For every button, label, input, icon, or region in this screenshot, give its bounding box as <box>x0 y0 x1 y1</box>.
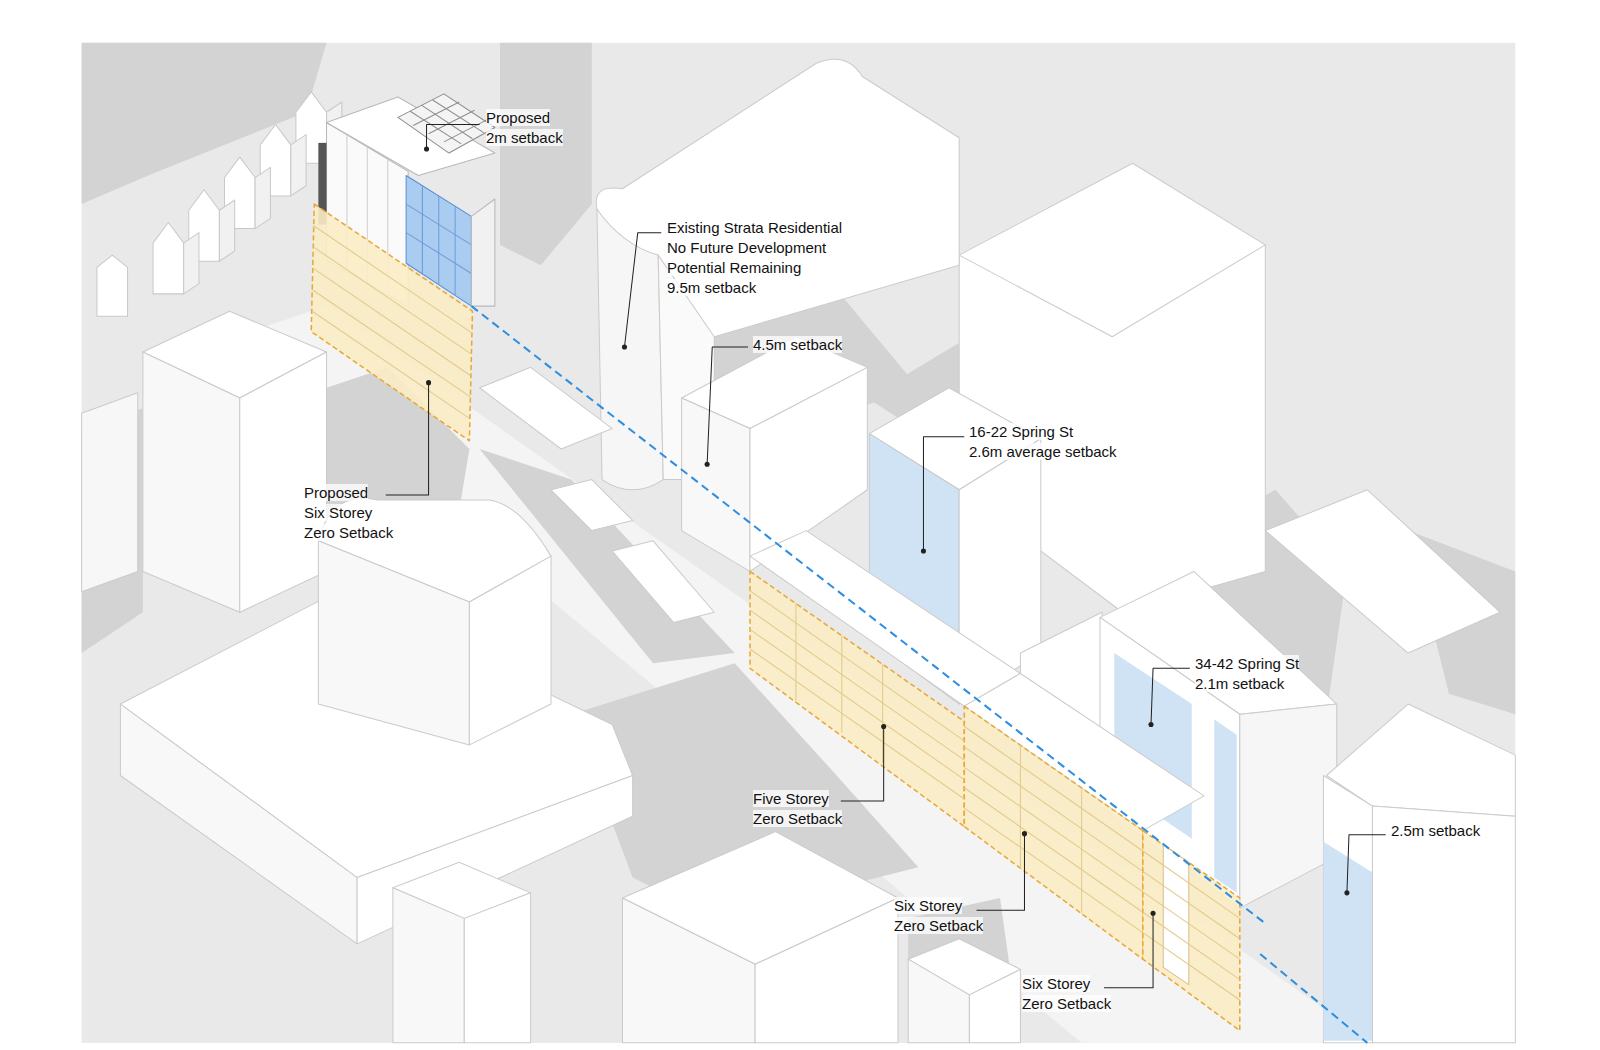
callout-label: Six Storey Zero Setback <box>1022 974 1117 1014</box>
callout-text: Proposed 2m setback <box>486 109 563 146</box>
callout-text: Five Storey Zero Setback <box>753 790 842 827</box>
callout-label: Five Storey Zero Setback <box>753 789 848 829</box>
callout-label: 16-22 Spring St 2.6m average setback <box>969 422 1119 462</box>
callout-text: Proposed Six Storey Zero Setback <box>304 484 393 541</box>
callout-text: 4.5m setback <box>753 336 842 353</box>
callout-text: Existing Strata Residential No Future De… <box>667 219 842 296</box>
wrap-spacer <box>1105 422 1119 442</box>
callout-text: 16-22 Spring St 2.6m average setback <box>969 423 1117 460</box>
callout-text: Six Storey Zero Setback <box>1022 975 1111 1012</box>
callout-label: 34-42 Spring St 2.1m setback <box>1195 654 1315 694</box>
wrap-spacer <box>387 483 399 503</box>
callout-label: Six Storey Zero Setback <box>894 896 989 936</box>
callout-text: 34-42 Spring St 2.1m setback <box>1195 655 1299 692</box>
callout-text: Six Storey Zero Setback <box>894 897 983 934</box>
callout-label: Existing Strata Residential No Future De… <box>667 218 847 298</box>
callout-label: 2.5m setback <box>1391 821 1480 841</box>
callout-label: Proposed 2m setback <box>486 108 568 148</box>
callout-text: 2.5m setback <box>1391 822 1480 839</box>
callout-label: Proposed Six Storey Zero Setback <box>304 483 399 543</box>
callout-label: 4.5m setback <box>753 335 842 355</box>
